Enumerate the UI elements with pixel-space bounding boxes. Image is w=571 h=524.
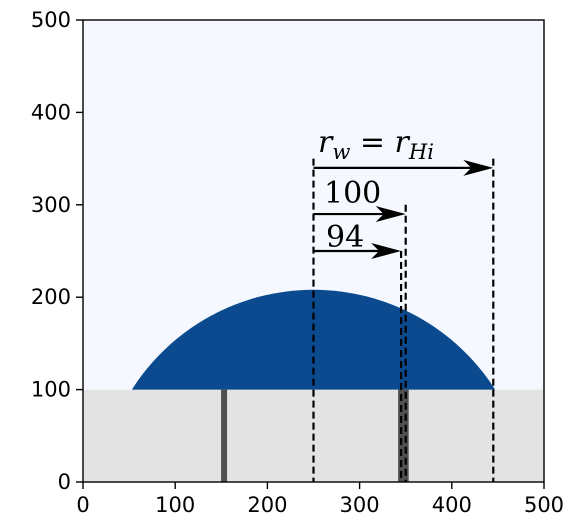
label-100: 100 bbox=[324, 176, 381, 211]
axis-ticks: 0 100 200 300 400 500 0 100 200 300 400 500 bbox=[31, 8, 564, 517]
rw-equals-rhi-label: rw = rHi bbox=[318, 125, 434, 164]
arrow-head bbox=[463, 159, 494, 176]
label-94: 94 bbox=[326, 220, 364, 255]
arrow-head bbox=[371, 243, 402, 259]
y-tick-label: 400 bbox=[31, 100, 71, 124]
y-tick-label: 200 bbox=[31, 285, 71, 309]
post-bar bbox=[221, 389, 228, 482]
y-tick-label: 0 bbox=[58, 470, 71, 494]
dashed-markers bbox=[312, 158, 495, 482]
x-tick-label: 300 bbox=[340, 493, 380, 517]
post-bar bbox=[398, 389, 405, 482]
x-tick-label: 200 bbox=[247, 493, 287, 517]
x-tick-label: 400 bbox=[432, 493, 472, 517]
x-tick-label: 100 bbox=[155, 493, 195, 517]
y-tick-label: 500 bbox=[31, 8, 71, 32]
arrow-head bbox=[375, 206, 406, 223]
x-tick-label: 0 bbox=[76, 493, 89, 517]
y-tick-label: 100 bbox=[31, 378, 71, 402]
axes-frame bbox=[82, 19, 545, 483]
x-tick-label: 500 bbox=[524, 493, 564, 517]
y-tick-label: 300 bbox=[31, 193, 71, 217]
arrows bbox=[313, 159, 494, 259]
